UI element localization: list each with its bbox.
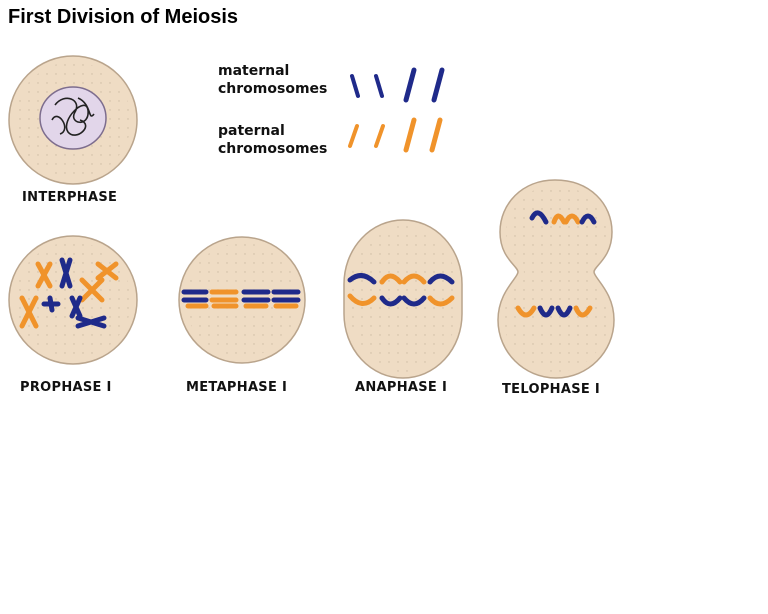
interphase-cell	[8, 55, 138, 185]
interphase-label: INTERPHASE	[22, 190, 118, 205]
prophase-label: PROPHASE I	[20, 380, 112, 395]
legend-paternal-label: paternal chromosomes	[218, 122, 327, 158]
diagram-title: First Division of Meiosis	[8, 6, 239, 28]
metaphase-label: METAPHASE I	[186, 380, 288, 395]
legend-maternal-chromosomes	[350, 67, 445, 103]
legend-paternal-line1: paternal	[218, 123, 285, 139]
legend-paternal-chromosomes	[348, 117, 443, 153]
legend-maternal-line2: chromosomes	[218, 81, 328, 97]
prophase-cell	[8, 235, 138, 365]
telophase-cell	[497, 179, 615, 379]
telophase-label: TELOPHASE I	[502, 382, 600, 397]
metaphase-cell	[178, 236, 306, 364]
anaphase-label: ANAPHASE I	[355, 380, 448, 395]
legend-paternal-line2: chromosomes	[218, 141, 328, 157]
legend-maternal-label: maternal chromosomes	[218, 62, 327, 98]
legend-maternal-line1: maternal	[218, 63, 290, 79]
chromatin	[51, 97, 95, 136]
anaphase-cell	[343, 219, 463, 379]
